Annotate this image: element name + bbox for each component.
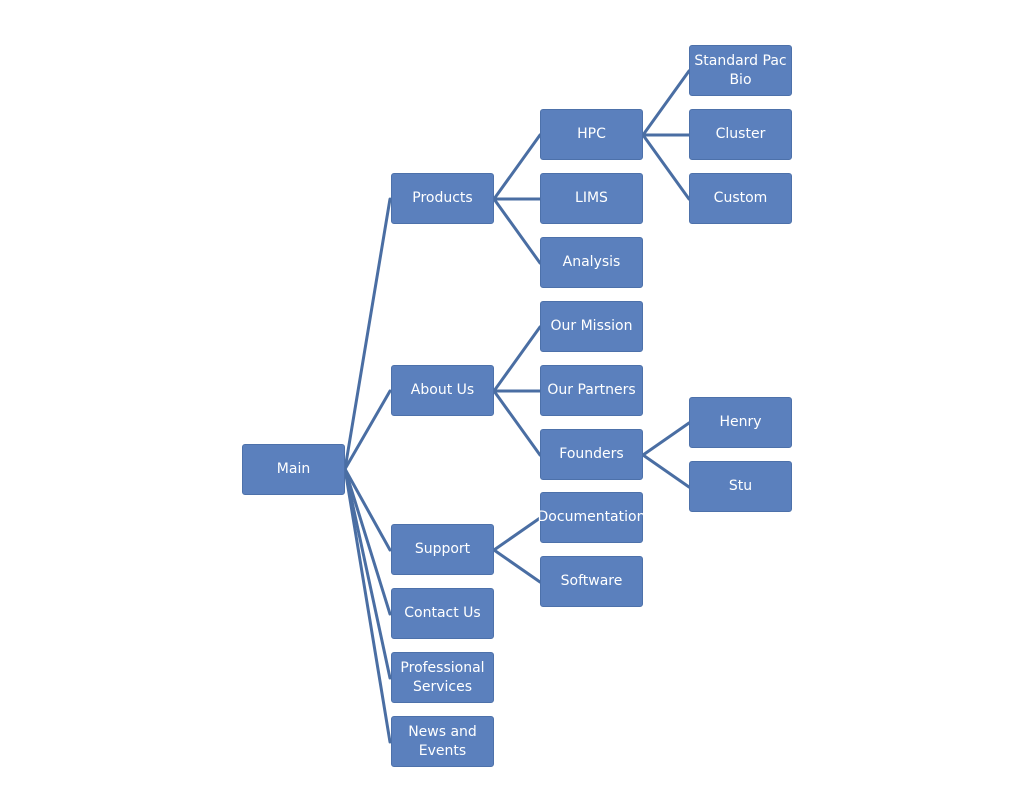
node-cluster[interactable]: Cluster xyxy=(689,109,792,160)
connector-founders-henry xyxy=(641,421,691,457)
connector-founders-stu xyxy=(641,453,691,489)
node-contact-us[interactable]: Contact Us xyxy=(391,588,494,639)
node-our-mission[interactable]: Our Mission xyxy=(540,301,643,352)
node-standard-pac-bio[interactable]: Standard Pac Bio xyxy=(689,45,792,96)
node-documentation[interactable]: Documentation xyxy=(538,492,645,543)
node-founders[interactable]: Founders xyxy=(540,429,643,480)
node-custom[interactable]: Custom xyxy=(689,173,792,224)
connector-main-news-and-events xyxy=(343,467,392,744)
node-stu[interactable]: Stu xyxy=(689,461,792,512)
node-our-partners[interactable]: Our Partners xyxy=(540,365,643,416)
connector-about-us-our-mission xyxy=(492,325,542,393)
connector-main-products xyxy=(343,197,392,471)
node-software[interactable]: Software xyxy=(540,556,643,607)
node-henry[interactable]: Henry xyxy=(689,397,792,448)
connector-support-software xyxy=(492,548,542,584)
connector-main-professional-services xyxy=(343,467,392,680)
node-hpc[interactable]: HPC xyxy=(540,109,643,160)
node-professional-services[interactable]: Professional Services xyxy=(391,652,494,703)
node-analysis[interactable]: Analysis xyxy=(540,237,643,288)
connector-products-hpc xyxy=(492,133,542,201)
connector-about-us-founders xyxy=(492,389,542,457)
node-news-and-events[interactable]: News and Events xyxy=(391,716,494,767)
node-products[interactable]: Products xyxy=(391,173,494,224)
connector-support-documentation xyxy=(492,516,542,552)
connector-main-support xyxy=(343,467,392,552)
node-support[interactable]: Support xyxy=(391,524,494,575)
connector-main-about-us xyxy=(343,389,392,471)
connector-hpc-standard-pac-bio xyxy=(641,69,691,137)
node-about-us[interactable]: About Us xyxy=(391,365,494,416)
connector-products-analysis xyxy=(492,197,542,265)
connector-main-contact-us xyxy=(343,467,392,616)
node-main[interactable]: Main xyxy=(242,444,345,495)
node-lims[interactable]: LIMS xyxy=(540,173,643,224)
connector-hpc-custom xyxy=(641,133,691,201)
